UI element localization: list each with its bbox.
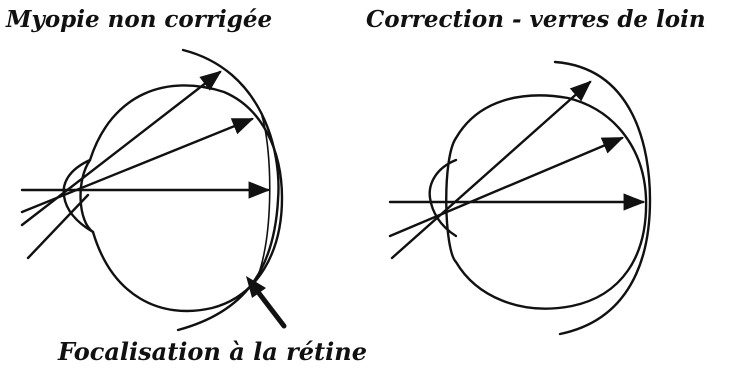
right-panel-title: Correction - verres de loin xyxy=(366,6,706,33)
far-retina-arc xyxy=(176,48,280,332)
light-ray-upper xyxy=(390,80,592,260)
eyeball-outline xyxy=(445,94,648,310)
cornea-bulge xyxy=(428,158,458,238)
light-ray-lower xyxy=(26,193,90,260)
light-ray-middle xyxy=(20,117,255,214)
left-panel-title: Myopie non corrigée xyxy=(6,6,273,33)
pointer-arrow xyxy=(246,276,287,329)
light-ray-middle xyxy=(388,136,624,238)
corrected-eye-diagram xyxy=(388,60,652,336)
retina-focus-caption: Focalisation à la rétine xyxy=(58,337,367,366)
uncorrected-eye-diagram xyxy=(20,48,284,332)
retina-arc xyxy=(553,60,652,336)
light-ray-upper xyxy=(20,70,222,227)
